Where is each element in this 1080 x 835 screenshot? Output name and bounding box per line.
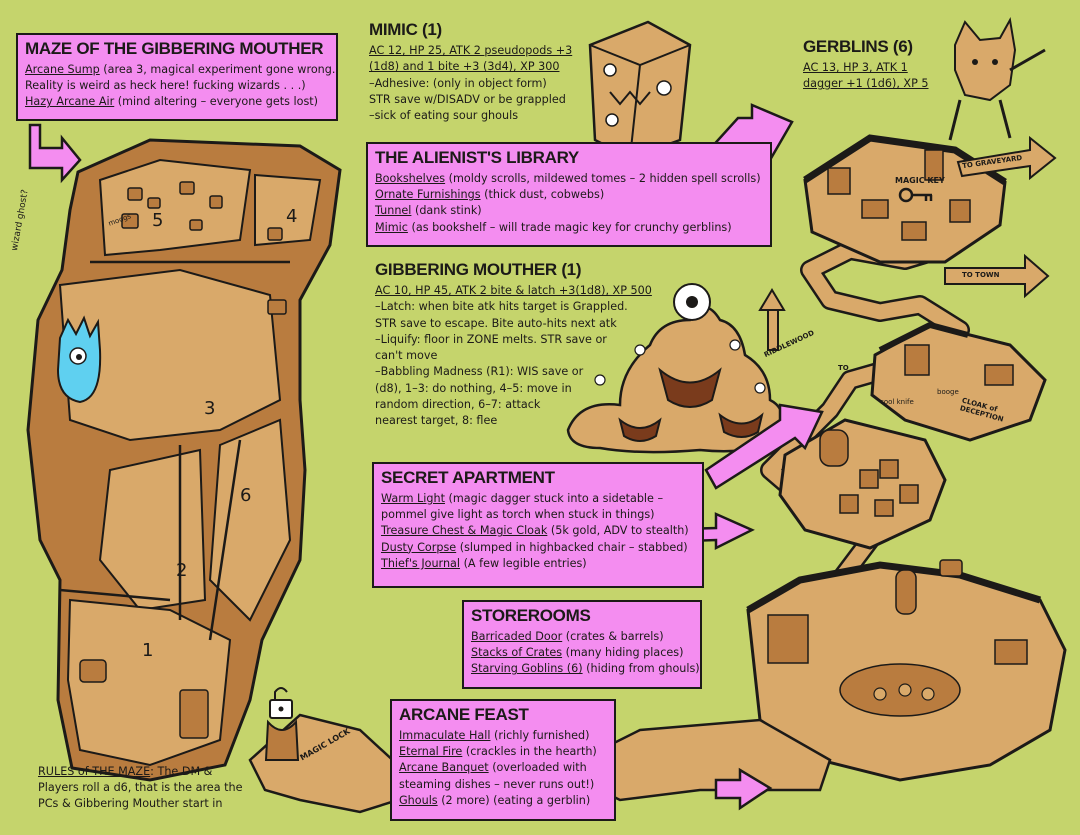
area-3-label: 3 [204, 398, 216, 419]
mimic-stat-1: (1d8) and 1 bite +3 (3d4), XP 300 [369, 60, 560, 74]
mouther-stat-8: nearest target, 8: flee [375, 414, 498, 428]
mouther-stat-4: can't move [375, 349, 438, 363]
library-line-0: Bookshelves (moldy scrolls, mildewed tom… [375, 172, 761, 185]
mouther-stat-6: (d8), 1–3: do nothing, 4–5: move in [375, 381, 572, 395]
arrow-apartment [704, 403, 824, 490]
mouther-stat-block: GIBBERING MOUTHER (1) AC 10, HP 45, ATK … [375, 260, 675, 430]
mimic-stat-3: STR save w/DISADV or be grappled [369, 92, 566, 106]
mouther-stat-1: –Latch: when bite atk hits target is Gra… [375, 300, 628, 314]
rules-line-1: Players roll a d6, that is the area the [38, 781, 243, 795]
mimic-figure [588, 20, 692, 160]
key-icon [898, 187, 933, 203]
gerblins-title: GERBLINS (6) [803, 37, 913, 56]
library-info-box: THE ALIENIST'S LIBRARY Bookshelves (mold… [366, 142, 772, 247]
to-town-label: TO TOWN [962, 271, 1000, 279]
library-line-2: Tunnel (dank stink) [375, 204, 482, 218]
arrow-feast [714, 767, 773, 811]
to-label: TO [838, 364, 849, 372]
area-4-label: 4 [286, 206, 298, 227]
area-5-label: 5 [152, 210, 164, 231]
apartment-line-4: Thief's Journal (A few legible entries) [381, 556, 587, 570]
feast-title: ARCANE FEAST [399, 705, 529, 724]
magic-key-label: MAGIC KEY [895, 176, 945, 185]
storerooms-title: STOREROOMS [471, 606, 591, 625]
storerooms-line-2: Starving Goblins (6) (hiding from ghouls… [471, 662, 700, 676]
rules-line-0: RULES of THE MAZE: The DM & [38, 765, 213, 778]
arrow-to-graveyard [956, 135, 1057, 181]
maze-info-box: MAZE OF THE GIBBERING MOUTHER Arcane Sum… [16, 33, 338, 121]
feast-corridor [557, 718, 832, 802]
library-line-3: Mimic (as bookshelf – will trade magic k… [375, 220, 732, 234]
arrow-maze [28, 123, 82, 184]
area-6-floor [208, 418, 292, 622]
feast-line-4: Ghouls (2 more) (eating a gerblin) [399, 793, 591, 807]
maze-line-1: Reality is weird as heck here! fucking w… [25, 79, 306, 93]
apartment-line-1: pommel give light as torch when stuck in… [381, 508, 655, 522]
apartment-title: SECRET APARTMENT [381, 468, 555, 487]
mimic-stat-0: AC 12, HP 25, ATK 2 pseudopods +3 [369, 44, 573, 57]
gerblins-stat-0: AC 13, HP 3, ATK 1 [803, 61, 908, 74]
rules-line-2: PCs & Gibbering Mouther start in [38, 797, 223, 811]
mimic-stat-4: –sick of eating sour ghouls [369, 109, 519, 123]
booge-label: booge [937, 388, 959, 396]
arrow-to-town [944, 253, 1050, 299]
apartment-line-0: Warm Light (magic dagger stuck into a si… [381, 492, 664, 505]
mouther-stat-2: STR save to escape. Bite auto-hits next … [375, 316, 617, 330]
library-line-1: Ornate Furnishings (thick dust, cobwebs) [375, 188, 605, 202]
library-title: THE ALIENIST'S LIBRARY [375, 148, 579, 167]
feast-line-2: Arcane Banquet (overloaded with [399, 761, 587, 775]
feast-line-1: Eternal Fire (crackles in the hearth) [399, 745, 597, 759]
area-3-floor [58, 268, 282, 442]
padlock-icon [269, 687, 293, 719]
area-6-label: 6 [240, 485, 252, 506]
maze-line-2: Hazy Arcane Air (mind altering – everyon… [25, 95, 319, 109]
gibbering-mouther-figure [566, 283, 785, 454]
mouther-stat-5: –Babbling Madness (R1): WIS save or [375, 365, 584, 379]
area-5-floor [98, 158, 252, 257]
maze-rules: RULES of THE MAZE: The DM & Players roll… [38, 764, 278, 813]
wizard-ghost-figure [56, 315, 102, 404]
mouther-stat-0: AC 10, HP 45, ATK 2 bite & latch +3(1d8)… [375, 284, 652, 297]
mimic-stat-2: –Adhesive: (only in object form) [369, 76, 547, 90]
gerblins-stat-block: GERBLINS (6) AC 13, HP 3, ATK 1 dagger +… [803, 37, 943, 93]
storerooms-line-0: Barricaded Door (crates & barrels) [471, 630, 664, 643]
apartment-line-2: Treasure Chest & Magic Cloak (5k gold, A… [381, 524, 689, 538]
apartment-line-3: Dusty Corpse (slumped in highbacked chai… [381, 540, 688, 554]
mouther-stat-7: random direction, 6–7: attack [375, 398, 541, 412]
gerblins-stat-1: dagger +1 (1d6), XP 5 [803, 77, 929, 91]
apartment-info-box: SECRET APARTMENT Warm Light (magic dagge… [372, 462, 704, 588]
arrow-riddlewood [758, 288, 786, 351]
mouther-stat-3: –Liquify: floor in ZONE melts. STR save … [375, 332, 607, 346]
cool-knife-label: cool knife [880, 398, 914, 406]
maze-title: MAZE OF THE GIBBERING MOUTHER [25, 39, 324, 58]
maze-line-0: Arcane Sump (area 3, magical experiment … [25, 63, 336, 76]
storerooms-line-1: Stacks of Crates (many hiding places) [471, 646, 684, 660]
area-2-label: 2 [176, 560, 188, 581]
storerooms-info-box: STOREROOMS Barricaded Door (crates & bar… [462, 600, 702, 689]
feast-line-3: steaming dishes – never runs out!) [399, 777, 595, 791]
feast-line-0: Immaculate Hall (richly furnished) [399, 729, 590, 742]
mouther-title: GIBBERING MOUTHER (1) [375, 260, 582, 279]
area-1-label: 1 [142, 640, 154, 661]
mimic-stat-block: MIMIC (1) AC 12, HP 25, ATK 2 pseudopods… [369, 20, 589, 124]
gerblin-figure [948, 17, 1046, 141]
mimic-title: MIMIC (1) [369, 20, 442, 39]
feast-info-box: ARCANE FEAST Immaculate Hall (richly fur… [390, 699, 616, 821]
